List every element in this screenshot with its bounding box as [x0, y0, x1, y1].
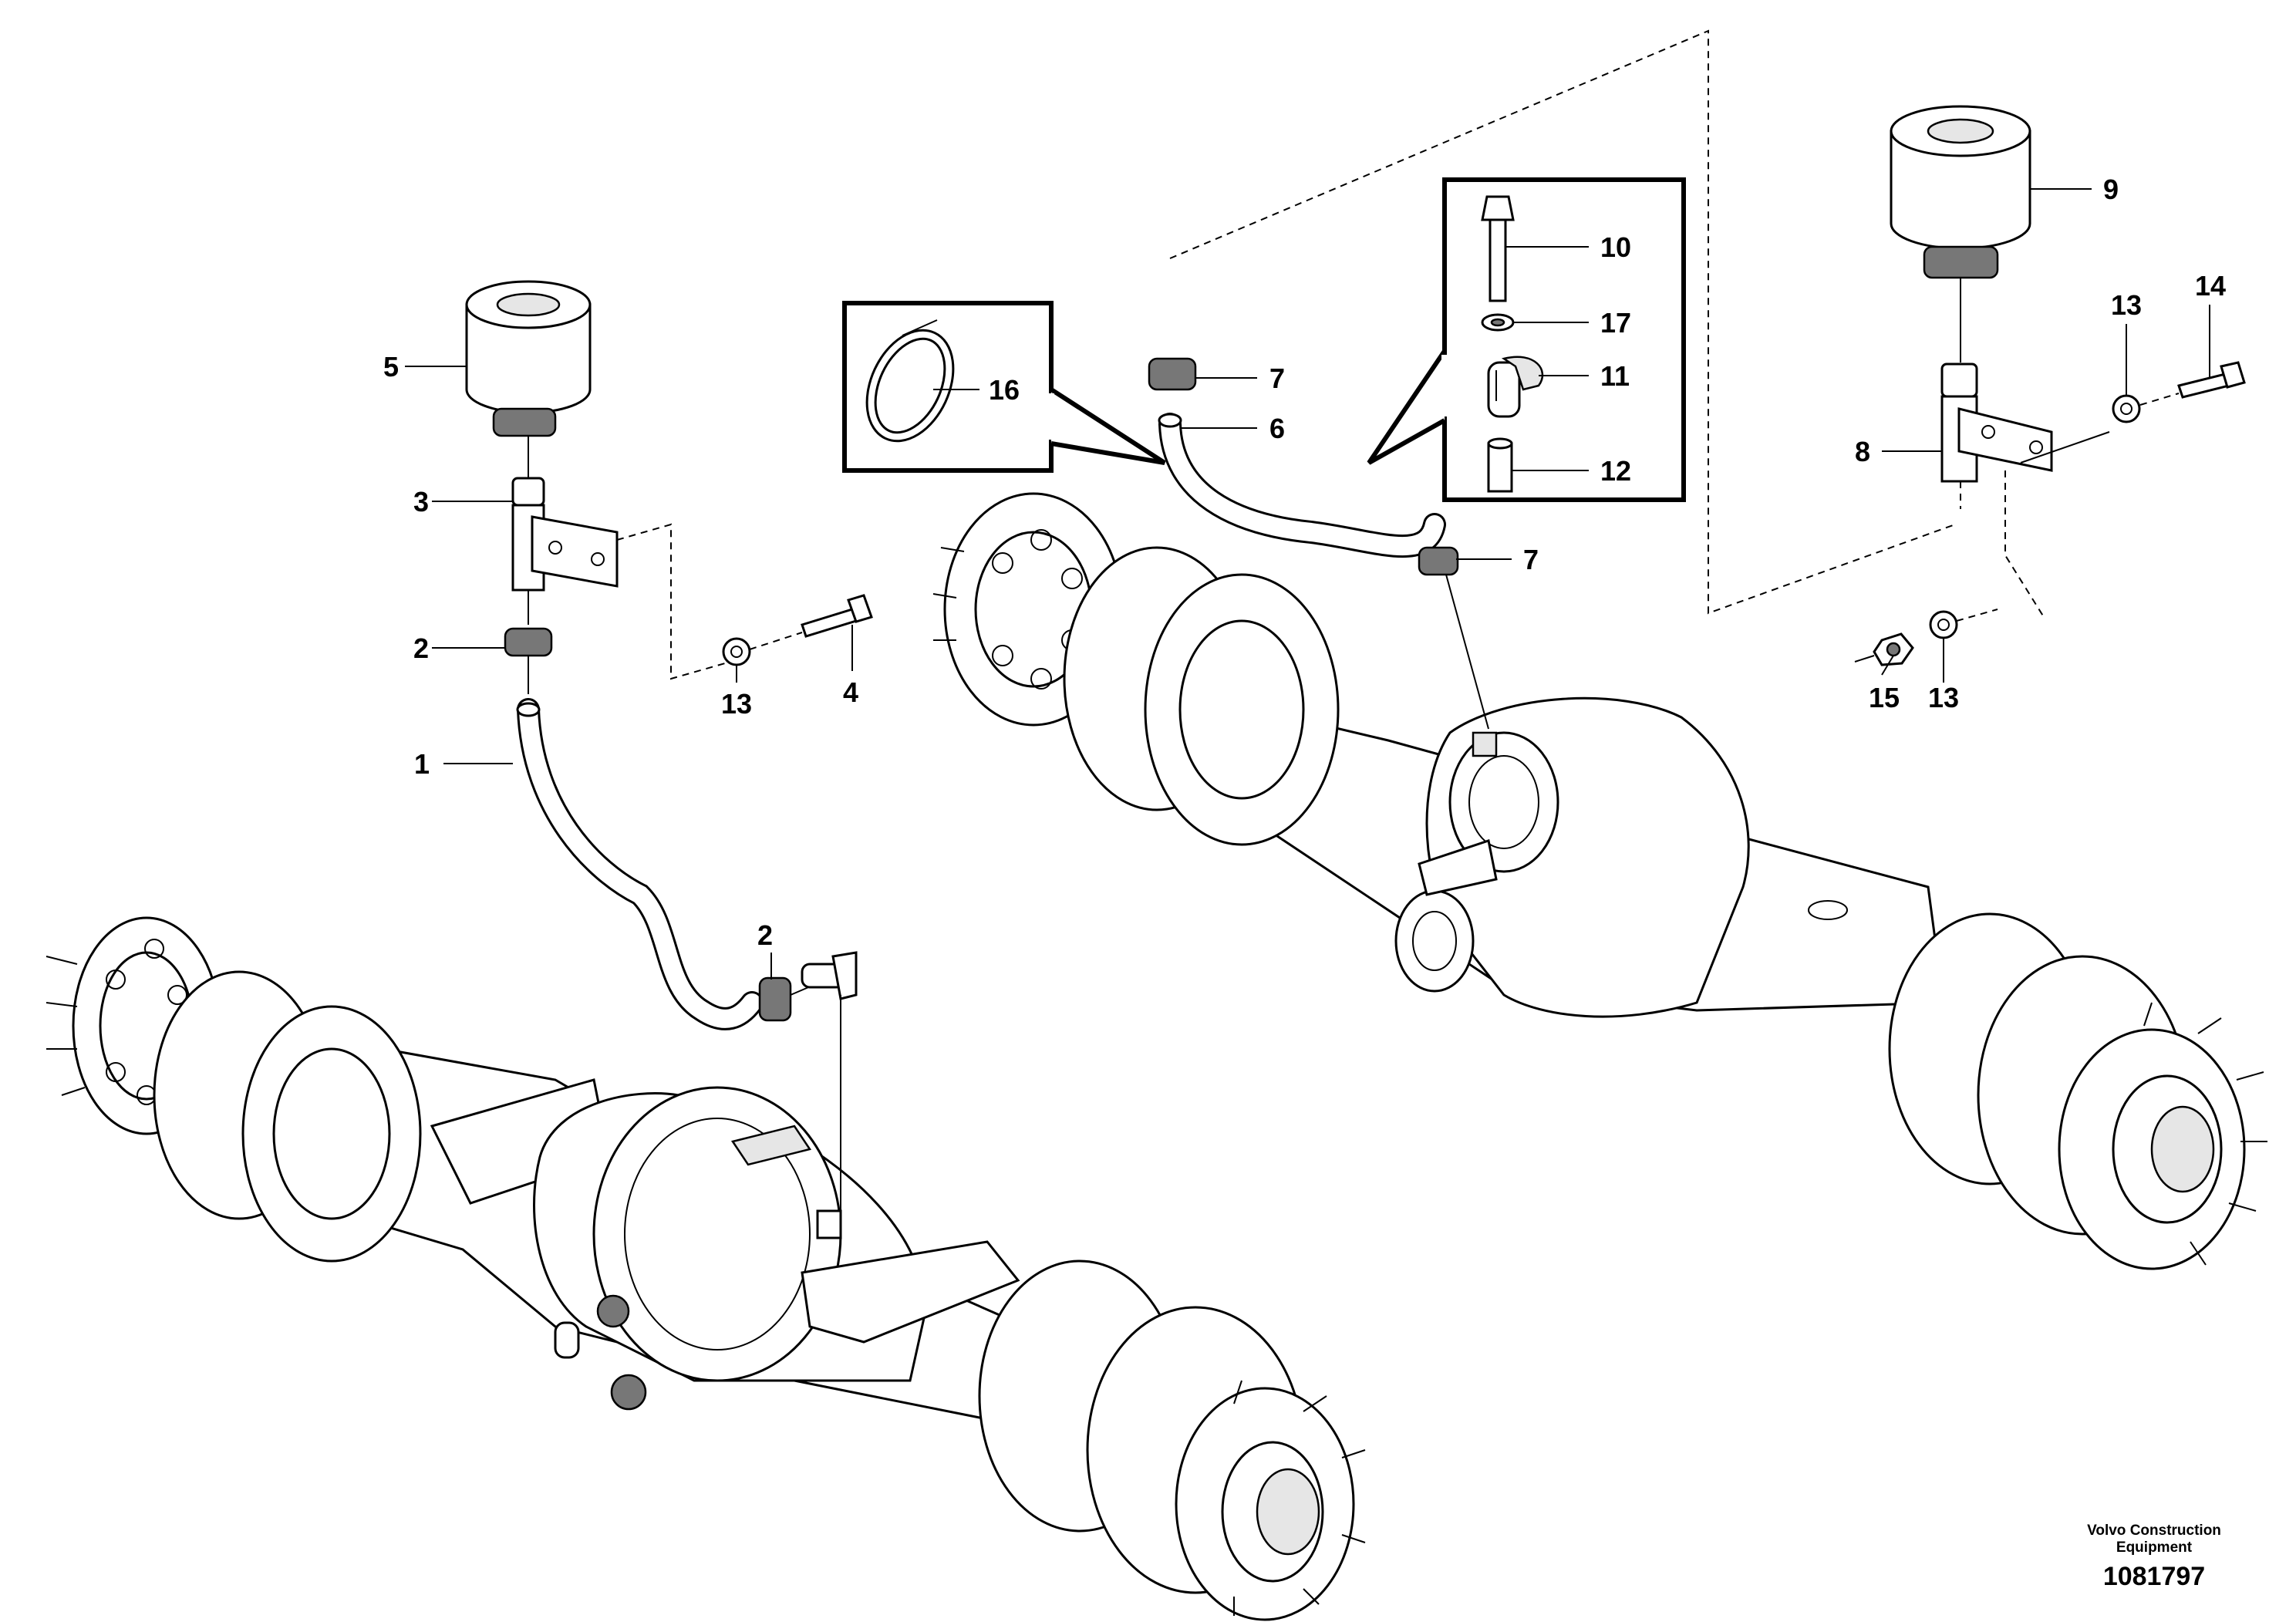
callout-7: 7 — [1269, 363, 1285, 394]
callout-11: 11 — [1600, 360, 1630, 392]
callout-4: 4 — [843, 676, 858, 708]
document-number: 1081797 — [2103, 1562, 2205, 1591]
callout-5: 5 — [383, 351, 399, 383]
callout-8: 8 — [1855, 436, 1870, 467]
callout-16: 16 — [989, 374, 1020, 406]
callout-13: 13 — [721, 688, 752, 720]
callout-15: 15 — [1869, 682, 1900, 713]
callout-13: 13 — [2111, 289, 2142, 321]
callout-13: 13 — [1928, 682, 1959, 713]
callout-14: 14 — [2195, 270, 2226, 302]
front-breather-assembly — [465, 280, 873, 1226]
callout-1: 1 — [414, 748, 430, 780]
callout-12: 12 — [1600, 455, 1631, 487]
callouts: 5 3 2 1 2 13 4 16 7 6 7 10 17 11 12 9 8 … — [383, 174, 2226, 951]
right-breather-assembly — [1854, 105, 2246, 666]
brand-line-2: Equipment — [2116, 1539, 2193, 1556]
rear-breather-assembly — [842, 29, 1956, 730]
callout-7: 7 — [1523, 544, 1539, 575]
callout-2: 2 — [757, 919, 773, 951]
callout-17: 17 — [1600, 307, 1631, 339]
leader-lines — [405, 188, 2210, 980]
front-axle — [46, 916, 1366, 1621]
callout-9: 9 — [2103, 174, 2119, 205]
rear-axle — [932, 492, 2267, 1270]
callout-2: 2 — [413, 632, 429, 664]
callout-10: 10 — [1600, 231, 1631, 263]
callout-6: 6 — [1269, 413, 1285, 444]
callout-3: 3 — [413, 486, 429, 518]
brand-line-1: Volvo Construction — [2087, 1523, 2221, 1539]
footer: Volvo Construction Equipment 1081797 — [2087, 1523, 2221, 1591]
